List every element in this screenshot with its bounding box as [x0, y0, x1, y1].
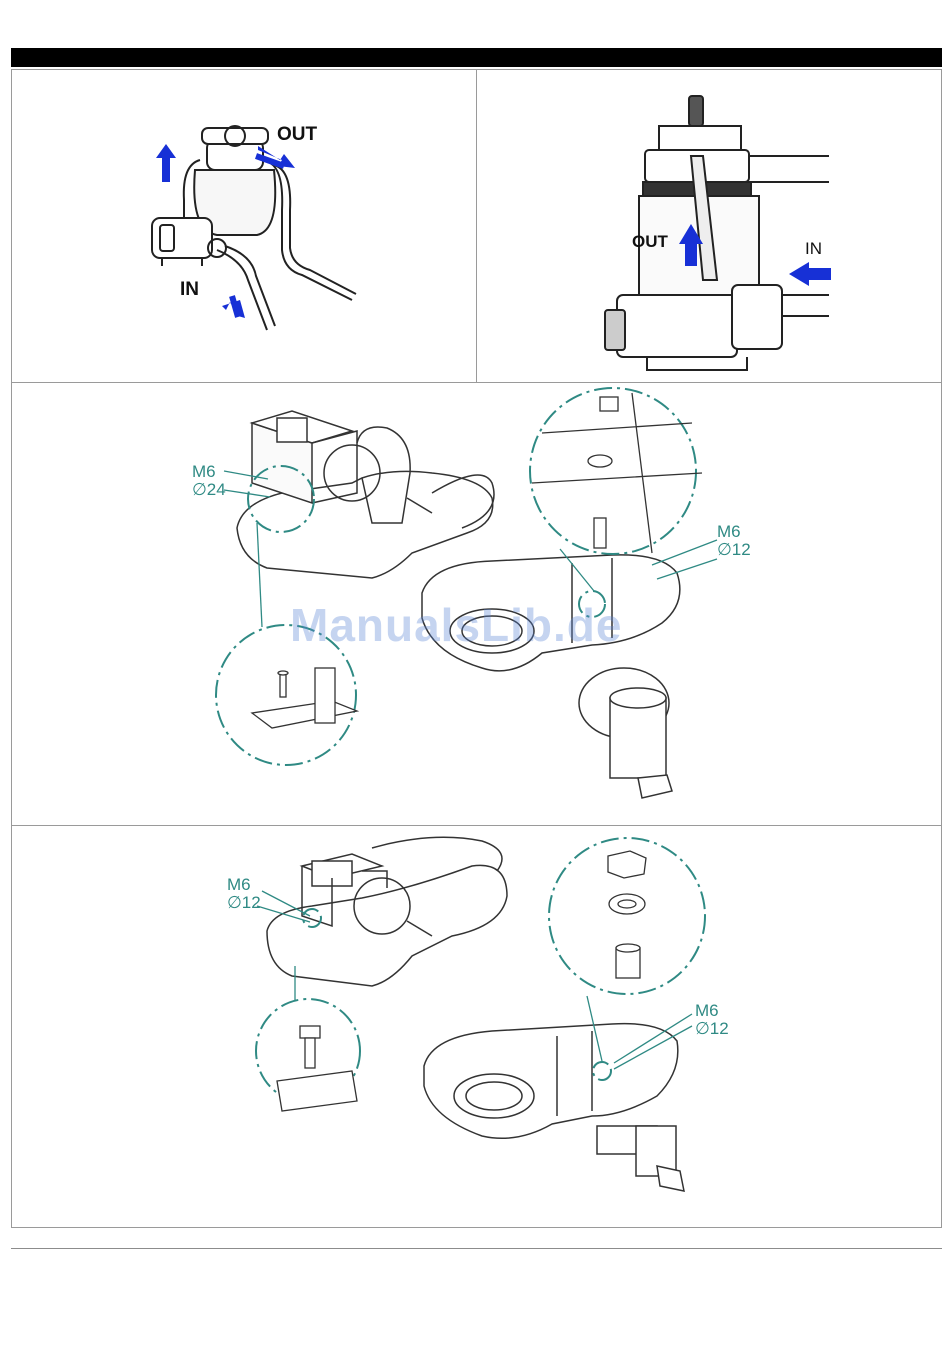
label-in: IN: [805, 240, 822, 257]
label-out: OUT: [632, 233, 668, 250]
diagram-panel-pump-connection-a: OUT IN: [11, 69, 477, 383]
base-mounting-drawing-b: [12, 826, 942, 1228]
label-out: OUT: [277, 125, 317, 144]
pump-filter-drawing-b: [477, 70, 942, 383]
watermark: ManualsLib.de: [290, 598, 622, 652]
label-in: IN: [180, 280, 199, 299]
callout-right-bolt: M6 ∅12: [695, 1002, 729, 1038]
header-bar: [11, 48, 942, 67]
callout-left-bolt: M6 ∅24: [192, 463, 226, 499]
diagram-panel-pump-connection-b: OUT IN: [476, 69, 942, 383]
callout-left-bolt: M6 ∅12: [227, 876, 261, 912]
callout-right-bolt: M6 ∅12: [717, 523, 751, 559]
diagram-panel-mounting-step-b: M6 ∅12 M6 ∅12: [11, 825, 942, 1228]
footer-rule: [11, 1248, 942, 1249]
pump-filter-drawing-a: [12, 70, 477, 383]
